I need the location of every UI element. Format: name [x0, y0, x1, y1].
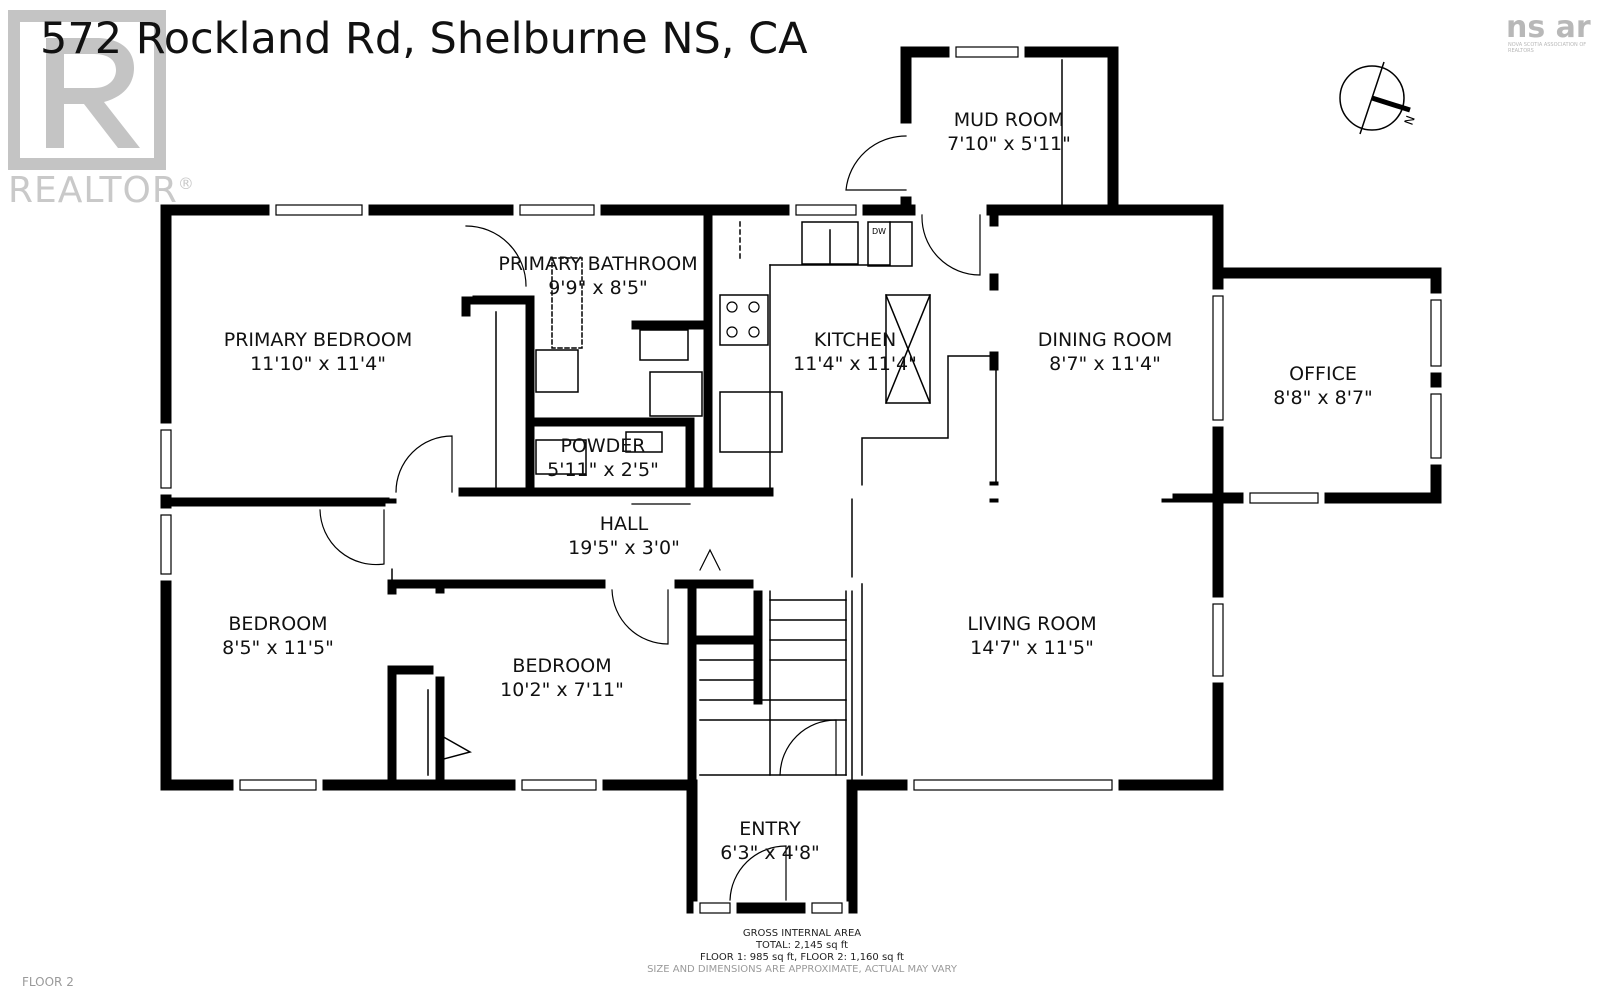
detail-lines [391, 59, 1063, 786]
room-name: LIVING ROOM [967, 613, 1097, 635]
realtor-text: REALTOR [8, 170, 178, 211]
room-name: DINING ROOM [1037, 329, 1173, 351]
area-title: GROSS INTERNAL AREA [742, 928, 862, 939]
window-frames [160, 46, 1442, 914]
ns-association-subtext: NOVA SCOTIA ASSOCIATION OF REALTORS [1508, 42, 1587, 54]
room-bedroom-2: BEDROOM 10'2" x 7'11" [500, 654, 624, 702]
room-dimensions: 11'10" x 11'4" [250, 353, 386, 375]
room-dimensions: 14'7" x 11'5" [970, 637, 1094, 659]
room-name: OFFICE [1289, 363, 1357, 385]
floor-label: FLOOR 2 [22, 975, 74, 989]
realtor-logo-icon [8, 10, 166, 170]
room-dining-room: DINING ROOM 8'7" x 11'4" [1038, 328, 1173, 376]
room-name: MUD ROOM [953, 109, 1065, 131]
windows [159, 45, 1443, 915]
area-floors: FLOOR 1: 985 sq ft, FLOOR 2: 1,160 sq ft [700, 952, 904, 963]
room-dimensions: 19'5" x 3'0" [568, 537, 680, 559]
room-hall: HALL 19'5" x 3'0" [568, 512, 680, 560]
room-name: BEDROOM [228, 613, 328, 635]
area-summary: GROSS INTERNAL AREA TOTAL: 2,145 sq ft F… [647, 928, 957, 976]
room-dimensions: 8'8" x 8'7" [1273, 387, 1373, 409]
room-dimensions: 11'4" x 11'4" [793, 353, 917, 375]
compass-north-label: N [1402, 114, 1418, 127]
interior-walls [161, 205, 1223, 790]
room-dimensions: 7'10" x 5'11" [947, 133, 1071, 155]
room-primary-bathroom: PRIMARY BATHROOM 9'9" x 8'5" [498, 252, 697, 300]
stove-icon [726, 301, 760, 338]
door-swings [319, 135, 981, 901]
room-dimensions: 9'9" x 8'5" [548, 277, 648, 299]
property-address: 572 Rockland Rd, Shelburne NS, CA [40, 14, 808, 64]
room-dimensions: 6'3" x 4'8" [720, 842, 820, 864]
ns-association-logo: ns ar [1506, 10, 1591, 45]
room-office: OFFICE 8'8" x 8'7" [1273, 362, 1373, 410]
room-name: KITCHEN [813, 329, 897, 351]
room-entry: ENTRY 6'3" x 4'8" [720, 817, 820, 865]
room-primary-bedroom: PRIMARY BEDROOM 11'10" x 11'4" [224, 328, 412, 376]
dishwasher-label: DW [872, 227, 886, 236]
room-living-room: LIVING ROOM 14'7" x 11'5" [967, 612, 1096, 660]
room-name: ENTRY [739, 818, 801, 840]
room-name: PRIMARY BATHROOM [498, 253, 698, 275]
area-total: TOTAL: 2,145 sq ft [755, 940, 849, 951]
compass-icon: N [1339, 61, 1418, 135]
room-dimensions: 10'2" x 7'11" [500, 679, 624, 701]
room-name: HALL [599, 513, 649, 535]
room-name: PRIMARY BEDROOM [223, 329, 413, 351]
registered-mark: ® [177, 174, 195, 193]
room-dimensions: 8'7" x 11'4" [1049, 353, 1161, 375]
realtor-wordmark: REALTOR® [8, 170, 195, 211]
room-mud-room: MUD ROOM 7'10" x 5'11" [947, 108, 1071, 156]
room-name: BEDROOM [512, 655, 612, 677]
room-bedroom-1: BEDROOM 8'5" x 11'5" [222, 612, 334, 660]
room-dimensions: 5'11" x 2'5" [547, 459, 659, 481]
room-name: POWDER [560, 435, 646, 457]
room-dimensions: 8'5" x 11'5" [222, 637, 334, 659]
room-powder: POWDER 5'11" x 2'5" [547, 434, 659, 482]
room-kitchen: KITCHEN 11'4" x 11'4" [793, 328, 917, 376]
area-disclaimer: SIZE AND DIMENSIONS ARE APPROXIMATE, ACT… [647, 964, 957, 975]
